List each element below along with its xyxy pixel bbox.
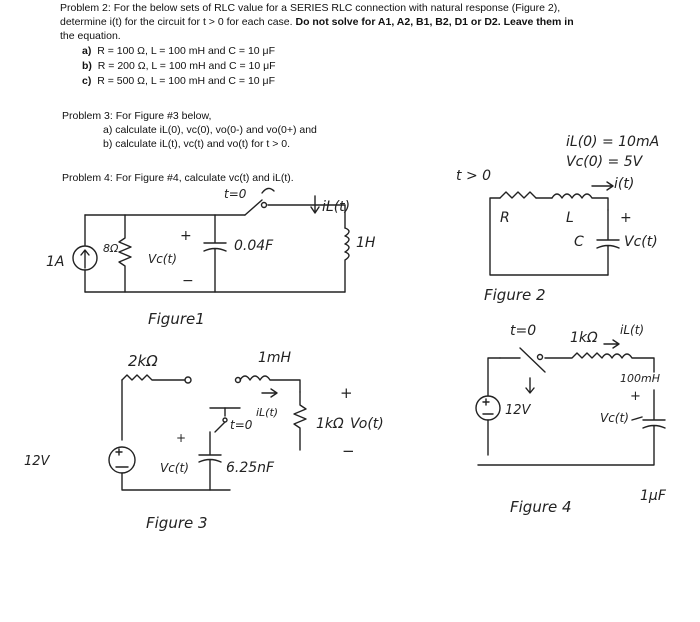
fig3-plus: + <box>340 384 353 402</box>
figure2-labels: iL(0) = 10mA Vc(0) = 5V t > 0 i(t) R L +… <box>456 134 659 304</box>
fig2-vc-label: Vc(t) <box>624 234 658 250</box>
figure1-labels: t=0 1A 8Ω + Vc(t) − 0.04F 1H iL(t) Figur… <box>46 187 376 328</box>
fig3-resistor-label: 2kΩ <box>128 352 158 370</box>
fig2-current-label: i(t) <box>614 176 634 192</box>
fig1-minus: − <box>182 273 194 289</box>
fig2-c-label: C <box>574 234 584 250</box>
fig3-vo-label: Vo(t) <box>350 416 384 432</box>
fig1-switch-label: t=0 <box>224 187 247 201</box>
fig4-inductor-label: 100mH <box>620 372 660 385</box>
problem4-title: Problem 4: For Figure #4, calculate vc(t… <box>62 172 294 184</box>
fig3-capacitor-label: 6.25nF <box>226 460 275 476</box>
fig2-time: t > 0 <box>456 168 491 184</box>
case-label: a) <box>82 45 92 57</box>
fig1-source-label: 1A <box>46 254 64 270</box>
case-c: c) R = 500 Ω, L = 100 mH and C = 10 μF <box>82 75 275 88</box>
problem3-part-b: b) calculate iL(t), vc(t) and vo(t) for … <box>103 138 291 150</box>
fig2-r-label: R <box>500 210 510 226</box>
fig4-cap-value: 1μF <box>640 488 667 504</box>
figure4-labels: t=0 1kΩ iL(t) 100mH + Vc(t) 12V Figure 4… <box>505 323 667 516</box>
fig4-vc-label: Vc(t) <box>600 411 629 425</box>
fig1-inductor-label: 1H <box>356 235 376 251</box>
case-label: c) <box>82 75 92 87</box>
fig4-resistor-label: 1kΩ <box>570 330 598 346</box>
fig4-switch-label: t=0 <box>510 323 536 339</box>
case-label: b) <box>82 60 92 72</box>
fig2-init-voltage: Vc(0) = 5V <box>566 154 644 170</box>
fig1-vc-label: Vc(t) <box>148 252 177 266</box>
fig2-plus: + <box>620 210 632 226</box>
problem2-line1: Problem 2: For the below sets of RLC val… <box>60 2 561 14</box>
fig3-caption: Figure 3 <box>146 514 208 532</box>
figure3-labels: 2kΩ 1mH iL(t) + t=0 1kΩ Vo(t) − + Vc(t) … <box>24 350 384 532</box>
fig1-plus: + <box>180 228 192 244</box>
fig4-caption: Figure 4 <box>510 498 572 516</box>
figure4-circuit <box>475 339 666 466</box>
fig4-plus: + <box>630 389 641 404</box>
case-a: a) R = 100 Ω, L = 100 mH and C = 10 μF <box>82 45 275 58</box>
fig4-current-label: iL(t) <box>620 323 644 337</box>
fig3-cap-plus: + <box>176 431 186 445</box>
fig1-caption: Figure1 <box>148 310 205 328</box>
fig3-minus: − <box>342 442 355 460</box>
problem2-line3: the equation. <box>60 30 121 42</box>
fig1-resistor-label: 8Ω <box>103 242 119 255</box>
fig2-l-label: L <box>566 210 574 226</box>
fig3-switch-label: t=0 <box>230 418 253 432</box>
problem2-instruction: Do not solve for A1, A2, B1, B2, D1 or D… <box>295 16 574 28</box>
problem2-line2: determine i(t) for the circuit for t > 0… <box>60 16 574 29</box>
fig3-source-label: 12V <box>24 454 51 469</box>
figure2-circuit <box>489 181 620 276</box>
fig3-current-label: iL(t) <box>256 406 278 419</box>
case-b: b) R = 200 Ω, L = 100 mH and C = 10 μF <box>82 60 276 73</box>
fig1-capacitor-label: 0.04F <box>234 238 274 254</box>
problem3-part-a: a) calculate iL(0), vc(0), vo(0-) and vo… <box>103 124 317 136</box>
fig2-init-current: iL(0) = 10mA <box>566 134 659 150</box>
fig3-vc-label: Vc(t) <box>160 461 189 475</box>
problem2-line2-text: determine i(t) for the circuit for t > 0… <box>60 16 296 28</box>
fig1-current-label: iL(t) <box>322 199 350 215</box>
fig4-source-label: 12V <box>505 403 532 418</box>
figure3-circuit <box>108 374 307 491</box>
case-text: R = 200 Ω, L = 100 mH and C = 10 μF <box>97 60 276 72</box>
case-text: R = 100 Ω, L = 100 mH and C = 10 μF <box>97 45 276 57</box>
problem3-title: Problem 3: For Figure #3 below, <box>62 110 212 122</box>
fig3-inductor-label: 1mH <box>258 350 292 366</box>
figure1-circuit <box>72 187 350 293</box>
case-text: R = 500 Ω, L = 100 mH and C = 10 μF <box>97 75 276 87</box>
fig3-load-label: 1kΩ <box>316 416 344 432</box>
fig2-caption: Figure 2 <box>484 286 546 304</box>
